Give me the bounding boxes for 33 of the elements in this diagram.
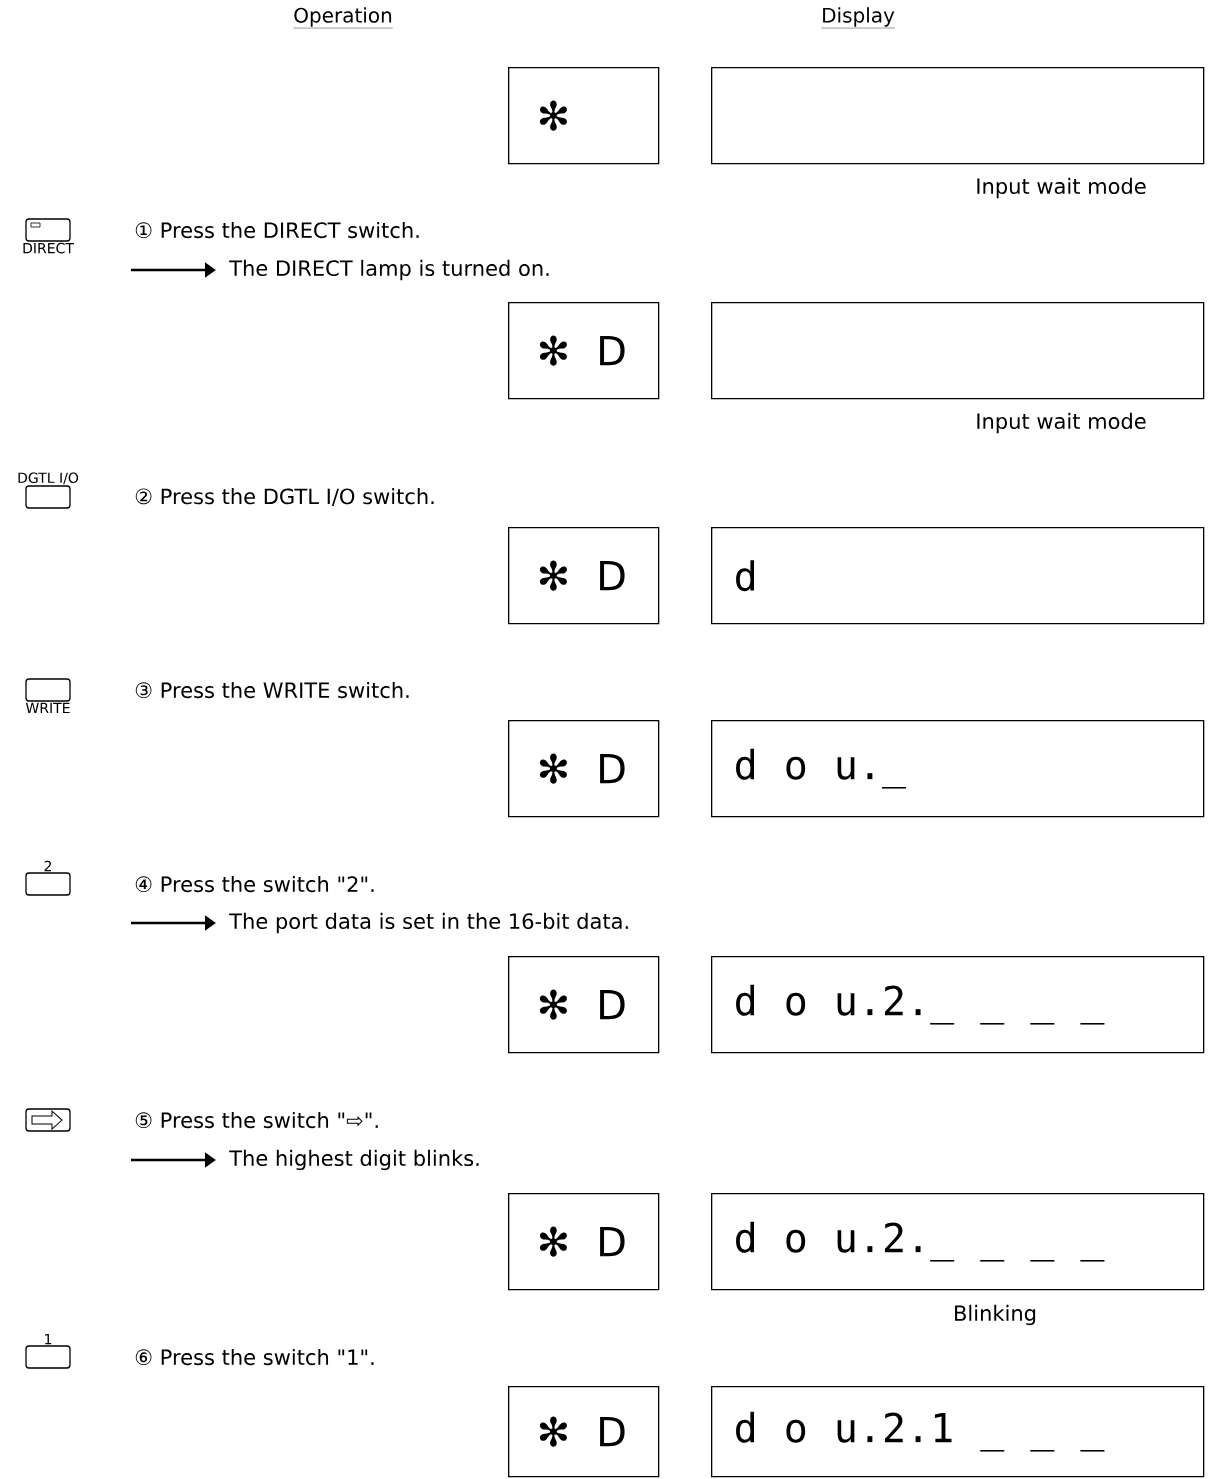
indicator-display: ✻ D [508,1193,660,1291]
segment-display: d o u.2._ _ _ _ [711,956,1205,1054]
indicator-display: ✻ D [508,956,660,1054]
step-text: ① Press the DIRECT switch. [135,221,419,239]
segment-display [711,67,1205,165]
step-text: ③ Press the WRITE switch. [135,681,409,699]
caption-text: Input wait mode [977,412,1146,434]
indicator-display: ✻ D [508,302,660,400]
segment-display: d o u.2.1 _ _ _ [711,1386,1205,1478]
switch-button: 1 [25,1333,71,1369]
indicator-display: ✻ D [508,527,660,625]
column-heading: Operation [293,7,393,29]
segment-display [711,302,1205,400]
node-label: WRITE [25,702,70,714]
indicator-display: ✻ D [508,1386,660,1478]
lamp-switch-button: DIRECT [23,218,74,254]
node-label: 1 [45,1333,52,1345]
caption-text: Input wait mode [977,177,1146,199]
segment-display: d o u._ [711,720,1205,818]
indicator-display: ✻ [508,67,660,165]
arrow-switch-button [25,1108,71,1132]
indicator-display: ✻ D [508,720,660,818]
segment-display: d o u.2._ _ _ _ [711,1193,1205,1291]
switch-button: WRITE [25,678,71,714]
switch-button: 2 [25,860,71,896]
node-label: DGTL I/O [18,472,79,485]
switch-button: DGTL I/O [18,472,79,509]
node-label: DIRECT [23,242,74,254]
segment-display: d [711,527,1205,625]
node-label: 2 [44,860,52,872]
caption-text: Blinking [955,1304,1036,1326]
column-heading: Display [820,7,896,29]
step-text: ② Press the DGTL I/O switch. [135,488,434,506]
